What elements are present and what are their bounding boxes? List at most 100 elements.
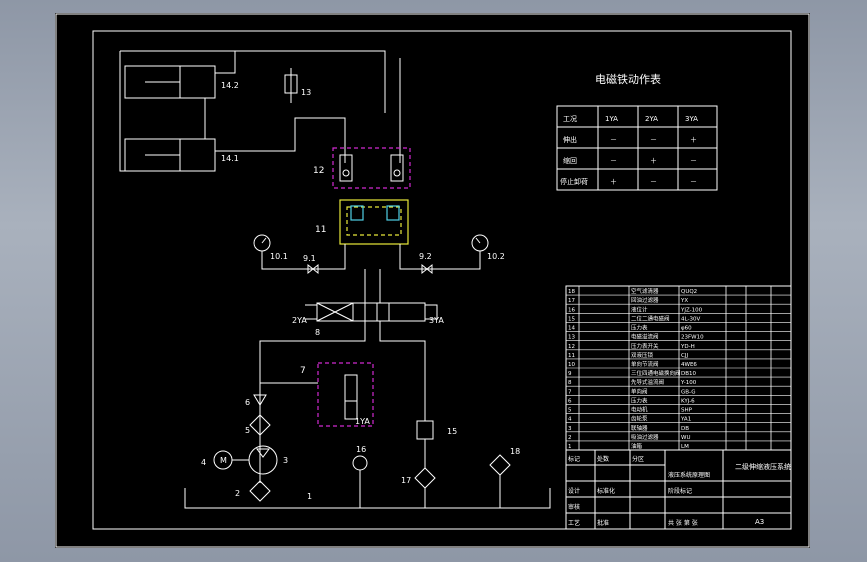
parts-row-code: YD-H xyxy=(680,344,695,350)
table-cell-2-3: － xyxy=(690,178,697,186)
label-3ya: 3YA xyxy=(429,316,444,325)
line-gauge-right xyxy=(399,244,481,270)
label-10-1: 10.1 xyxy=(270,252,288,261)
valve-block-12 xyxy=(332,147,411,189)
tb-review: 审核 xyxy=(568,503,580,511)
parts-row-name: 液位计 xyxy=(631,305,648,313)
parts-row-name: 单向阀 xyxy=(631,387,648,395)
parts-row-name: 单向节流阀 xyxy=(631,360,659,368)
title-sheet-size: A3 xyxy=(755,518,764,526)
tb-count: 处数 xyxy=(597,455,609,463)
table-cell-0-1: － xyxy=(610,136,617,144)
table-cell-2-1: ＋ xyxy=(610,178,617,186)
line-pressure xyxy=(259,321,366,391)
table-header-1: 1YA xyxy=(605,115,618,123)
table-cell-1-0: 缩回 xyxy=(563,156,577,165)
parts-row-code: KYJ-6 xyxy=(681,398,695,404)
parts-row-name: 联轴器 xyxy=(631,424,648,432)
parts-row-code: QUQ2 xyxy=(681,289,697,295)
line-cyl-top xyxy=(215,51,236,74)
label-2ya: 2YA xyxy=(292,316,307,325)
parts-row-number: 16 xyxy=(568,307,575,313)
valve-block-7 xyxy=(317,362,374,427)
cylinder-14-2 xyxy=(124,65,216,99)
label-17: 17 xyxy=(401,476,411,485)
title-project: 液压系统原理图 xyxy=(668,471,710,479)
tb-approve: 批准 xyxy=(597,519,609,527)
tb-mark: 标记 xyxy=(568,455,580,463)
parts-row-name: 先导式溢流阀 xyxy=(631,378,664,386)
parts-row-code: 4L-30V xyxy=(681,316,700,322)
motor-label: M xyxy=(220,456,227,465)
filter-2 xyxy=(249,480,271,502)
parts-row-code: 23FW10 xyxy=(681,335,704,341)
parts-row-code: YX xyxy=(680,298,688,304)
table-cell-0-3: ＋ xyxy=(690,136,697,144)
table-header-2: 2YA xyxy=(645,115,658,123)
parts-row-name: 压力表 xyxy=(631,396,648,404)
parts-row-name: 吸油过滤器 xyxy=(631,433,659,441)
parts-row-number: 2 xyxy=(568,435,572,441)
parts-row-number: 11 xyxy=(568,353,575,359)
table-header-3: 3YA xyxy=(685,115,698,123)
table-cell-1-2: ＋ xyxy=(650,157,657,165)
hydraulic-schematic xyxy=(55,13,810,548)
table-title: 电磁铁动作表 xyxy=(595,72,661,86)
check-valve-6 xyxy=(253,394,267,406)
label-8: 8 xyxy=(315,328,320,337)
parts-row-name: 电动机 xyxy=(631,406,648,414)
lock-check-right xyxy=(386,205,400,221)
label-11: 11 xyxy=(315,225,326,235)
parts-row-name: 三位四通电磁换向阀 xyxy=(631,369,681,377)
directional-valve-8 xyxy=(305,302,438,322)
table-cell-2-0: 停止卸荷 xyxy=(560,177,588,186)
parts-row-name: 压力表开关 xyxy=(631,342,659,350)
throttle-9-1 xyxy=(307,263,319,275)
parts-row-code: 4WE6 xyxy=(681,362,697,368)
line-cyl-bottom xyxy=(215,117,346,163)
solenoid-table xyxy=(556,105,718,191)
parts-row-number: 7 xyxy=(568,389,572,395)
label-14-1: 14.1 xyxy=(221,154,239,163)
parts-row-number: 10 xyxy=(568,362,575,368)
parts-row-number: 4 xyxy=(568,417,572,423)
parts-row-number: 9 xyxy=(568,371,572,377)
parts-row-code: GB-G xyxy=(681,389,695,395)
parts-row-number: 13 xyxy=(568,335,575,341)
parts-row-name: 油箱 xyxy=(631,442,643,450)
line-return xyxy=(379,321,426,413)
parts-row-code: YJZ-100 xyxy=(680,307,703,313)
parts-row-code: YA1 xyxy=(680,417,691,423)
label-6: 6 xyxy=(245,398,250,407)
parts-row-number: 1 xyxy=(568,444,572,450)
filter-5 xyxy=(249,414,271,436)
parts-row-number: 6 xyxy=(568,398,572,404)
parts-row-code: φ60 xyxy=(681,326,692,332)
parts-row-number: 12 xyxy=(568,344,575,350)
table-cell-1-1: － xyxy=(610,157,617,165)
lock-check-left xyxy=(350,205,364,221)
tb-process: 工艺 xyxy=(568,519,580,527)
table-header-0: 工况 xyxy=(563,115,577,123)
cylinder-bracket xyxy=(119,51,125,172)
label-3: 3 xyxy=(283,456,288,465)
parts-row-number: 8 xyxy=(568,380,572,386)
table-cell-2-2: － xyxy=(650,178,657,186)
title-block xyxy=(565,449,792,530)
parts-row-code: LM xyxy=(681,444,689,450)
label-1: 1 xyxy=(307,492,312,501)
tank-1 xyxy=(184,488,551,509)
label-2: 2 xyxy=(235,489,240,498)
label-10-2: 10.2 xyxy=(487,252,505,261)
label-13: 13 xyxy=(301,88,311,97)
parts-row-number: 3 xyxy=(568,426,572,432)
label-1ya: 1YA xyxy=(355,417,370,426)
parts-row-name: 双液压锁 xyxy=(631,351,654,359)
parts-row-number: 17 xyxy=(568,298,575,304)
parts-row-name: 齿轮泵 xyxy=(631,415,648,423)
valve-13 xyxy=(284,68,298,103)
parts-row-code: WU xyxy=(681,435,690,441)
parts-row-number: 18 xyxy=(568,289,575,295)
parts-row-number: 5 xyxy=(568,408,572,414)
parts-row-code: SHP xyxy=(681,408,693,414)
